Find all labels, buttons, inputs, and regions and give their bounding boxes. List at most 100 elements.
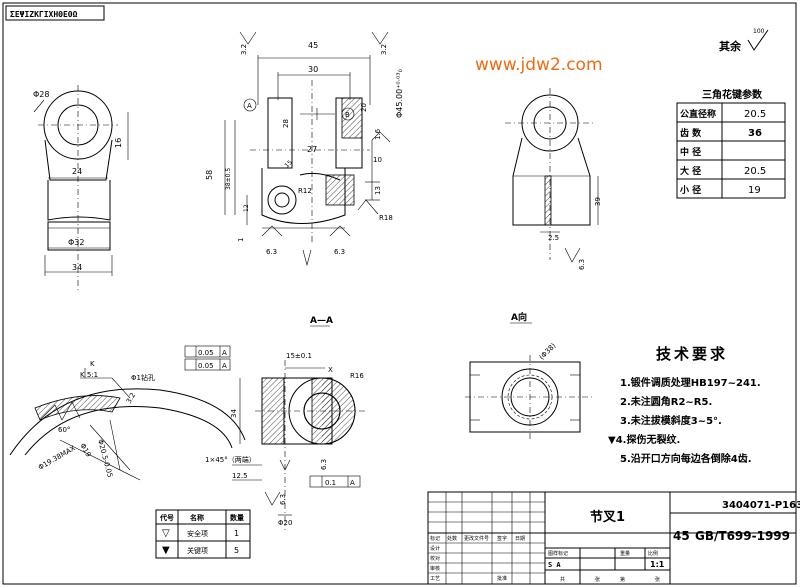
spline-table xyxy=(676,102,786,199)
gdt-frame-1 xyxy=(184,345,231,371)
left-d34: 34 xyxy=(72,263,82,272)
tb-label: 更改文件号 xyxy=(464,535,489,542)
tb-label: 处数 xyxy=(447,535,457,542)
spline-row-label: 大 径 xyxy=(680,165,701,177)
dim-10: 10 xyxy=(373,156,382,164)
tech-req-title: 技术要求 xyxy=(656,345,728,363)
left-side-view xyxy=(33,85,129,290)
view-a-title: A向 xyxy=(511,311,527,323)
aa-d34: 34 xyxy=(230,409,238,418)
spline-row-value: 36 xyxy=(748,128,762,139)
left-d16: 16 xyxy=(114,138,123,148)
watermark: www.jdw2.com xyxy=(475,55,603,75)
spline-row-label: 小 径 xyxy=(679,184,701,196)
material-standard: GB/T699-1999 xyxy=(695,529,790,543)
gdt-tol-1: 0.05 xyxy=(198,349,214,357)
tb-label: 批准 xyxy=(497,575,507,582)
rough-32b: 3.2 xyxy=(380,44,388,55)
gdt-ref-1: A xyxy=(222,349,227,357)
stage-mark: S A xyxy=(548,561,561,569)
aa-chamfer: 1×45°（两端） xyxy=(205,455,256,464)
roughness-other-label: 其余 xyxy=(719,39,742,53)
left-phi28: Φ28 xyxy=(33,90,49,99)
dim-58: 58 xyxy=(205,170,214,180)
legend-name: 关键项 xyxy=(187,546,208,555)
rough-32a: 3.2 xyxy=(240,44,248,55)
tech-req-item: 2.未注圆角R2~R5. xyxy=(620,395,712,408)
tb-label: 日期 xyxy=(515,536,525,542)
tb-label: 校对 xyxy=(430,555,440,562)
spline-row-label: 中 径 xyxy=(680,146,701,158)
dim-12: 12 xyxy=(243,204,250,212)
scale-value: 1:1 xyxy=(650,560,665,569)
tb-label: 审核 xyxy=(430,565,440,572)
detail-k-note: Φ1钻孔 xyxy=(131,373,155,382)
detail-k-scale: K 5:1 xyxy=(80,371,98,379)
dim-30: 30 xyxy=(308,65,318,74)
tb-label: 工艺 xyxy=(430,576,440,582)
right-d25: 2.5 xyxy=(548,234,559,242)
aa-r16: R16 xyxy=(350,372,364,380)
part-name: 节叉1 xyxy=(590,509,625,525)
legend-header: 名称 xyxy=(190,513,204,522)
aa-d63b: 6.3 xyxy=(279,494,287,505)
dim-r12: R12 xyxy=(298,187,312,195)
tb-label: 签字 xyxy=(497,535,507,542)
legend-qty: 5 xyxy=(234,546,239,555)
gdt-pos-tol: 0.1 xyxy=(325,479,336,487)
rough-16: 1.6 xyxy=(374,128,382,140)
tb-label: 张 xyxy=(655,576,660,583)
drawing-number: 3404071-P1631 xyxy=(722,500,800,511)
section-aa-view xyxy=(232,325,365,530)
tech-req-item: ▼4.探伤无裂纹. xyxy=(608,433,680,446)
dim-phi45: Φ45.00⁺⁰·⁰³₀ xyxy=(395,69,404,118)
rough-63a: 6.3 xyxy=(266,248,277,256)
gdt-ref-2: A xyxy=(222,362,227,370)
right-d39: 39 xyxy=(594,197,602,206)
aa-d63: 6.3 xyxy=(320,459,328,470)
tb-label: 设计 xyxy=(430,545,440,552)
dim-20: 20 xyxy=(360,103,368,112)
left-phi32: Φ32 xyxy=(68,238,84,247)
dim-13: 13 xyxy=(374,186,382,195)
corner-stamp-box xyxy=(5,5,105,21)
tb-label: 图样标记 xyxy=(548,550,568,557)
roughness-other-value: 100 xyxy=(753,28,765,35)
legend-header: 数量 xyxy=(230,513,244,522)
front-view xyxy=(224,31,391,267)
dim-15: 15 xyxy=(283,159,293,169)
title-block xyxy=(427,491,797,585)
view-a-phi: (Φ38) xyxy=(538,342,558,362)
aa-x: X xyxy=(328,366,333,374)
detail-k-phi19max: Φ19.38MAX xyxy=(37,444,77,472)
detail-k-phi205: Φ20.5-0.05 xyxy=(96,438,114,478)
datum-b-circle xyxy=(341,107,355,121)
dim-r18: R18 xyxy=(379,214,393,222)
spline-row-label: 公直径称 xyxy=(680,108,716,120)
rough-63b: 6.3 xyxy=(334,248,345,256)
legend-symbol: ▽ xyxy=(162,528,170,539)
spline-row-value: 20.5 xyxy=(744,109,766,120)
tech-req-item: 5.沿开口方向每边各倒除4齿. xyxy=(620,452,752,465)
tb-label: 第 xyxy=(620,576,625,583)
right-d63: 6.3 xyxy=(578,259,586,270)
detail-k-60: 60° xyxy=(58,426,70,434)
gdt-frame-3 xyxy=(309,475,361,488)
material: 45 xyxy=(673,529,690,543)
tb-label: 比例 xyxy=(648,550,658,557)
spline-table-title: 三角花键参数 xyxy=(702,88,763,101)
right-side-view xyxy=(505,88,599,263)
aa-d15: 15±0.1 xyxy=(286,352,312,360)
dim-45: 45 xyxy=(308,41,318,50)
tb-label: 共 xyxy=(560,576,565,583)
tech-req-item: 1.锻件调质处理HB197~241. xyxy=(620,376,761,389)
legend-name: 安全项 xyxy=(187,529,208,538)
tb-label: 标记 xyxy=(430,535,440,542)
datum-b: B xyxy=(345,111,350,119)
datum-a: A xyxy=(247,102,252,110)
aa-phi20: Φ20 xyxy=(278,519,292,527)
section-aa-title: A—A xyxy=(310,316,333,326)
view-a xyxy=(465,322,595,440)
